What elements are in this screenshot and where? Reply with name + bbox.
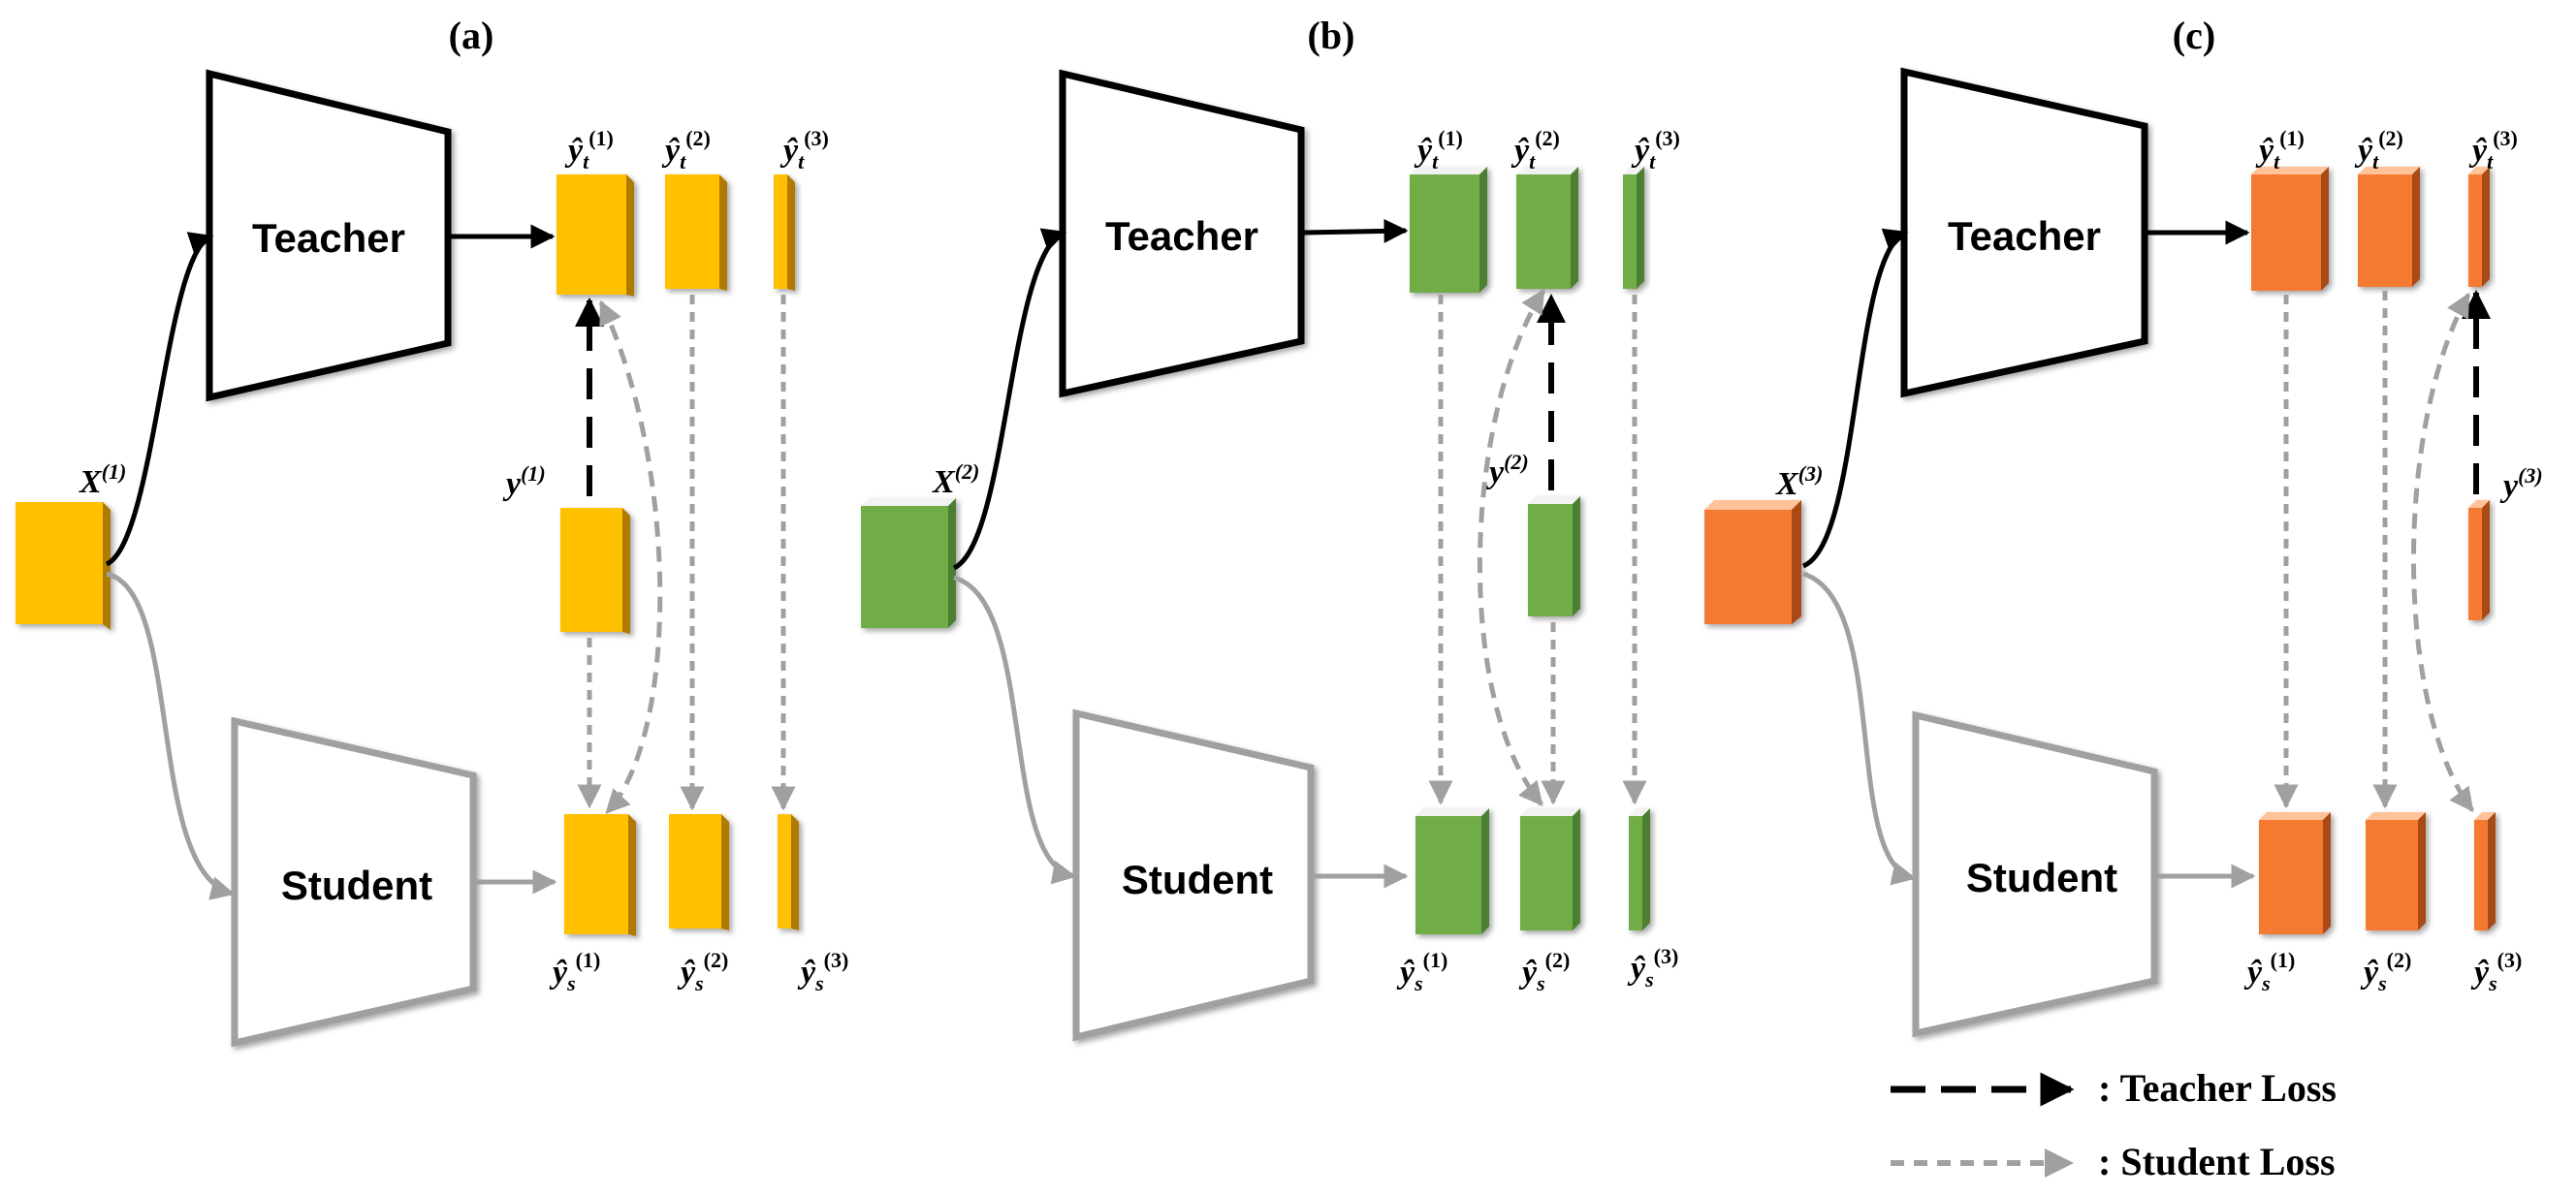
student-output-label: ŷs(1) <box>549 948 600 995</box>
input-block <box>16 502 111 630</box>
student-output-1 <box>2259 812 2331 934</box>
student-label: Student <box>1966 855 2117 900</box>
input-label: X(2) <box>932 459 979 500</box>
panel-label: (c) <box>2173 14 2215 57</box>
input-to-student-arrow <box>953 575 1077 885</box>
teacher-network <box>206 69 452 402</box>
teacher-output-1 <box>1410 167 1487 293</box>
ground-truth-block <box>1528 496 1580 616</box>
legend: : Teacher Loss : Student Loss <box>1891 1066 2337 1183</box>
student-output-2 <box>1520 808 1580 930</box>
ground-truth-label: y(3) <box>2499 463 2543 504</box>
ground-truth-label: y(1) <box>502 461 546 502</box>
student-output-3 <box>1629 808 1650 930</box>
student-network <box>1072 708 1315 1042</box>
teacher-output-label: ŷt(1) <box>1414 126 1463 173</box>
input-to-teacher-arrow <box>1801 228 1909 569</box>
student-output-label: ŷs(3) <box>2470 948 2522 995</box>
teacher-output-label: ŷt(2) <box>661 126 711 173</box>
student-output-label: ŷs(1) <box>2243 948 2295 995</box>
student-output-label: ŷs(3) <box>1627 944 1678 991</box>
student-output-label: ŷs(2) <box>1518 948 1570 995</box>
teacher-output-label: ŷt(1) <box>564 126 614 173</box>
teacher-output-label: ŷt(1) <box>2255 126 2305 173</box>
teacher-output-label: ŷt(2) <box>2354 126 2403 173</box>
student-output-label: ŷs(2) <box>2360 948 2411 995</box>
teacher-output-label: ŷt(3) <box>779 126 829 173</box>
student-output-2 <box>2366 812 2426 930</box>
student-output-2 <box>669 814 729 930</box>
panel-c: (c) X(3) Teacher Student y(3) <box>1704 14 2543 1038</box>
teacher-output-1 <box>557 174 634 297</box>
student-loss-arrow <box>2411 292 2474 812</box>
student-label: Student <box>1122 857 1273 902</box>
teacher-output-1 <box>2251 167 2329 291</box>
teacher-network <box>1900 67 2148 398</box>
panel-label: (a) <box>449 14 494 57</box>
teacher-output-label: ŷt(3) <box>1631 126 1680 173</box>
teacher-label: Teacher <box>252 215 405 261</box>
input-label: X(1) <box>79 459 126 500</box>
teacher-label: Teacher <box>1948 213 2101 259</box>
input-block <box>861 498 956 628</box>
input-to-teacher-arrow <box>952 228 1067 571</box>
student-network <box>231 716 477 1048</box>
teacher-to-output-arrow <box>1302 218 1409 243</box>
teacher-output-3 <box>1623 167 1644 289</box>
teacher-output-2 <box>1516 167 1578 289</box>
student-output-label: ŷs(3) <box>797 948 848 995</box>
teacher-output-2 <box>665 174 727 291</box>
student-label: Student <box>281 863 432 908</box>
ground-truth-label: y(2) <box>1485 450 1529 490</box>
input-to-student-arrow <box>1802 571 1917 886</box>
student-output-3 <box>778 814 799 930</box>
panel-label: (b) <box>1308 14 1355 57</box>
student-output-3 <box>2474 812 2496 930</box>
panel-b: (b) X(2) Teacher Student y(2) <box>861 14 1680 1042</box>
teacher-output-3 <box>2468 167 2490 287</box>
input-block <box>1704 500 1801 624</box>
teacher-output-label: ŷt(2) <box>1511 126 1560 173</box>
ground-truth-block <box>560 508 630 634</box>
input-label: X(3) <box>1775 461 1823 502</box>
panel-a: (a) X(1) Teacher Student y <box>16 14 848 1048</box>
student-network <box>1912 710 2158 1038</box>
teacher-output-2 <box>2358 167 2420 287</box>
teacher-output-label: ŷt(3) <box>2468 126 2518 173</box>
student-output-1 <box>1415 808 1489 934</box>
input-to-student-arrow <box>106 571 236 900</box>
student-output-label: ŷs(1) <box>1396 948 1447 995</box>
input-to-teacher-arrow <box>105 232 214 567</box>
teacher-network <box>1059 69 1305 398</box>
teacher-output-3 <box>774 174 795 291</box>
teacher-loss-legend-label: : Teacher Loss <box>2098 1066 2337 1110</box>
teacher-label: Teacher <box>1105 213 1258 259</box>
student-loss-arrow <box>598 299 663 814</box>
student-loss-legend-label: : Student Loss <box>2098 1140 2336 1183</box>
ground-truth-block <box>2468 500 2490 620</box>
student-output-label: ŷs(2) <box>677 948 728 995</box>
student-output-1 <box>564 814 636 936</box>
